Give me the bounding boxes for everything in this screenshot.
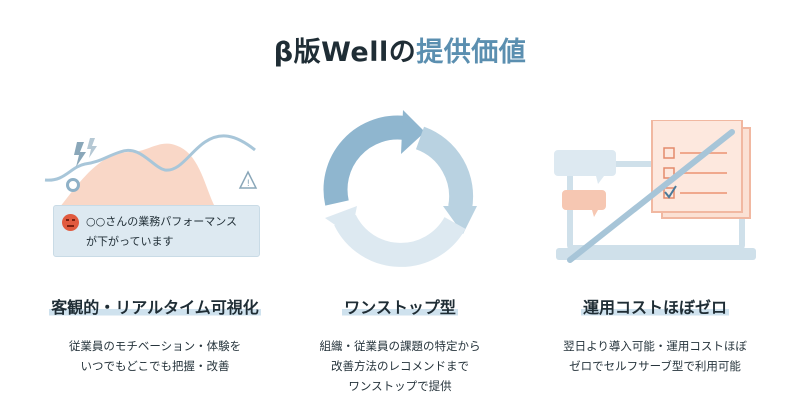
chat-bubble-salmon xyxy=(562,190,606,217)
title-accent: 提供価値 xyxy=(416,37,527,68)
trend-line xyxy=(44,134,256,182)
circular-arrows-illustration xyxy=(315,108,485,268)
arrow-right-head xyxy=(443,206,477,234)
trend-point xyxy=(66,178,80,192)
warning-mark: ! xyxy=(247,179,251,189)
cycle-svg xyxy=(323,110,477,267)
arrow-bottom-arc xyxy=(334,214,466,267)
line-graph-alert-illustration: ! ○○さんの業務パフォーマンス が下がっています xyxy=(40,112,272,268)
page-title: β版Wellの提供価値 xyxy=(0,30,800,69)
strike-through-line xyxy=(567,129,735,263)
chat-bubble-blue xyxy=(554,150,616,184)
check-box-1 xyxy=(663,147,675,159)
feature-3-desc-line-1: 翌日より導入可能・運用コストほぼ xyxy=(563,339,747,353)
sad-face-icon xyxy=(62,214,79,231)
warning-icon xyxy=(238,170,258,189)
arrow-top-arc xyxy=(323,115,407,206)
feature-2-desc-line-3: ワンストップで提供 xyxy=(348,379,452,393)
feature-1-desc-line-2: いつでもどこでも把握・改善 xyxy=(80,359,230,373)
feature-3-heading: 運用コストほぼゼロ xyxy=(580,298,729,317)
laptop-checklist-crossed-illustration xyxy=(552,119,757,268)
feature-2-desc-line-2: 改善方法のレコメンドまで xyxy=(331,359,469,373)
notification-text: ○○さんの業務パフォーマンス が下がっています xyxy=(86,212,258,252)
arrow-right-arc xyxy=(415,126,474,211)
arrow-bottom-head xyxy=(325,206,357,236)
feature-3-description: 翌日より導入可能・運用コストほぼ ゼロでセルフサーブ型で利用可能 xyxy=(530,336,780,376)
performance-notification: ○○さんの業務パフォーマンス が下がっています xyxy=(53,205,260,257)
check-mark-icon xyxy=(664,185,677,199)
feature-1-heading: 客観的・リアルタイム可視化 xyxy=(49,298,261,317)
arrow-top-head xyxy=(401,110,425,154)
title-prefix: β版Wellの xyxy=(273,37,417,68)
laptop-base xyxy=(556,248,756,260)
salmon-area xyxy=(60,143,215,207)
feature-1-desc-line-1: 従業員のモチベーション・体験を xyxy=(68,339,242,353)
graph-svg: ! xyxy=(44,134,258,207)
feature-2-heading: ワンストップ型 xyxy=(342,298,458,317)
lightning-icon-1 xyxy=(74,142,86,167)
laptop-svg xyxy=(554,119,756,263)
feature-2-desc-line-1: 組織・従業員の課題の特定から xyxy=(319,339,481,353)
feature-1-description: 従業員のモチベーション・体験を いつでもどこでも把握・改善 xyxy=(20,336,290,376)
notification-line-2: が下がっています xyxy=(86,235,174,248)
feature-2-description: 組織・従業員の課題の特定から 改善方法のレコメンドまで ワンストップで提供 xyxy=(300,336,500,396)
lightning-icon-2 xyxy=(87,138,97,158)
notification-line-1: ○○さんの業務パフォーマンス xyxy=(86,215,237,228)
feature-3-desc-line-2: ゼロでセルフサーブ型で利用可能 xyxy=(569,359,741,373)
